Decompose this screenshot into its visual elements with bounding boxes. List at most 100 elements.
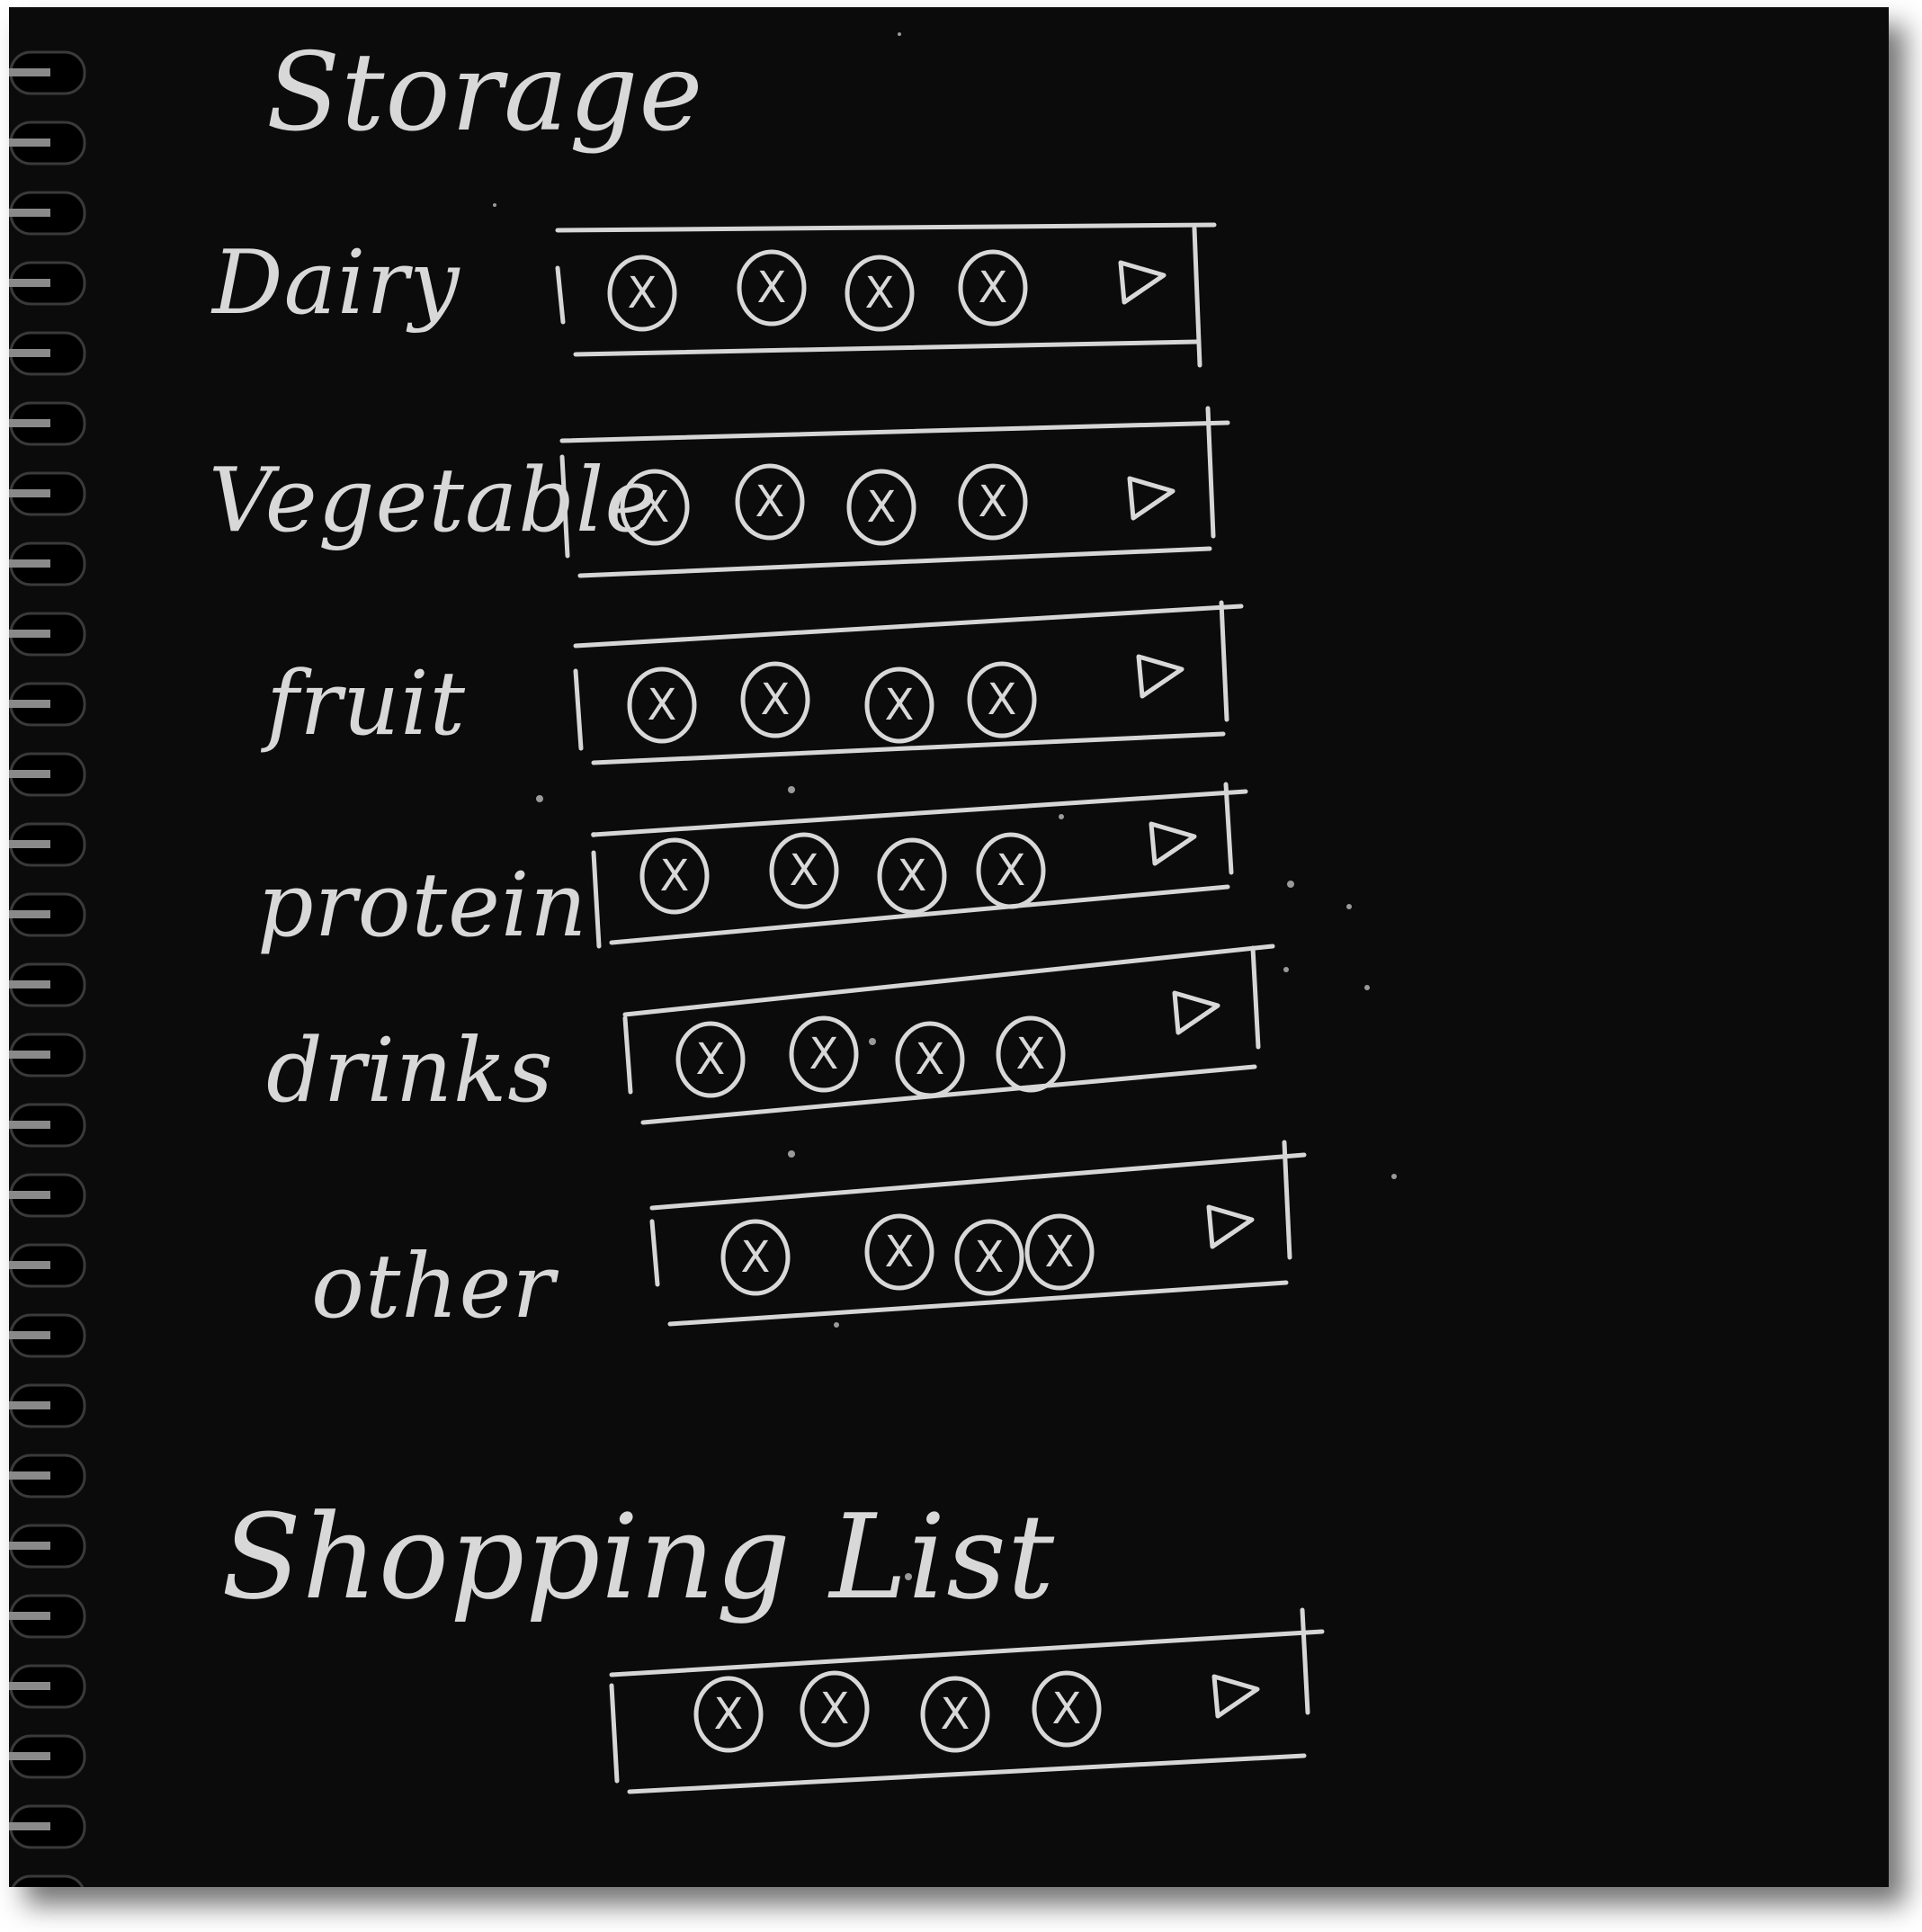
chalk-speck xyxy=(1391,1174,1397,1179)
remove-item-icon[interactable]: X xyxy=(967,661,1037,738)
item-circle xyxy=(877,837,947,915)
remove-item-icon[interactable]: X xyxy=(864,666,934,744)
play-arrow-icon[interactable] xyxy=(1136,654,1184,699)
item-x-mark: X xyxy=(1045,1227,1075,1277)
item-x-mark: X xyxy=(640,482,670,532)
remove-item-icon[interactable]: X xyxy=(846,469,916,546)
item-x-mark: X xyxy=(761,675,791,725)
remove-item-icon[interactable]: X xyxy=(954,1219,1024,1296)
item-x-mark: X xyxy=(979,477,1008,527)
remove-item-icon[interactable]: X xyxy=(1032,1670,1102,1748)
remove-item-icon[interactable]: X xyxy=(627,666,697,744)
item-x-mark: X xyxy=(916,1034,945,1085)
item-x-mark: X xyxy=(757,263,787,313)
spiral-ring-highlight xyxy=(9,489,50,497)
row-bottom-border xyxy=(609,884,1230,945)
play-arrow-icon[interactable] xyxy=(1211,1674,1260,1719)
spiral-ring-highlight xyxy=(9,1261,50,1269)
spiral-binding xyxy=(9,50,86,1887)
item-circle xyxy=(976,832,1046,909)
remove-item-icon[interactable]: X xyxy=(958,463,1028,541)
remove-item-icon[interactable]: X xyxy=(620,469,690,546)
remove-item-icon[interactable]: X xyxy=(895,1021,965,1098)
spiral-ring-highlight xyxy=(9,279,50,287)
row-right-border xyxy=(1282,1140,1292,1260)
play-arrow-icon[interactable] xyxy=(1206,1204,1255,1249)
spiral-ring-highlight xyxy=(9,349,50,357)
remove-item-icon[interactable]: X xyxy=(740,661,810,738)
remove-item-icon[interactable]: X xyxy=(737,249,807,326)
item-circle xyxy=(845,255,915,332)
remove-item-icon[interactable]: X xyxy=(607,255,677,332)
item-x-mark: X xyxy=(979,263,1008,313)
row-left-border xyxy=(573,668,584,751)
category-label-drinks: drinks xyxy=(266,1020,554,1123)
play-arrow-icon[interactable] xyxy=(1172,990,1220,1035)
row-left-border xyxy=(591,850,602,949)
remove-item-icon[interactable]: X xyxy=(693,1676,764,1753)
spiral-ring-highlight xyxy=(9,1401,50,1409)
remove-item-icon[interactable]: X xyxy=(920,1676,990,1753)
category-label-protein: protein xyxy=(257,854,588,957)
remove-item-icon[interactable]: X xyxy=(877,837,947,915)
spiral-ring-highlight xyxy=(9,770,50,778)
spiral-ring-highlight xyxy=(9,630,50,638)
remove-item-icon[interactable]: X xyxy=(996,1015,1066,1093)
item-x-mark: X xyxy=(885,680,915,730)
shopping-list-title: Shopping List xyxy=(221,1489,1056,1625)
row-right-border xyxy=(1250,945,1261,1050)
chalk-speck xyxy=(788,786,795,793)
category-label-vegetable: Vegetable xyxy=(209,450,658,552)
remove-item-icon[interactable]: X xyxy=(958,249,1028,326)
chalk-speck xyxy=(536,795,543,802)
item-x-mark: X xyxy=(790,845,819,896)
row-right-border xyxy=(1205,406,1216,539)
row-top-border xyxy=(622,944,1275,1017)
remove-item-icon[interactable]: X xyxy=(789,1015,859,1093)
spiral-ring-highlight xyxy=(9,1612,50,1620)
row-bottom-border xyxy=(627,1753,1307,1794)
remove-item-icon[interactable]: X xyxy=(735,463,805,541)
remove-item-icon[interactable]: X xyxy=(845,255,915,332)
notebook-page: Storage Dairy Vegetable fruit protein dr… xyxy=(9,7,1889,1887)
remove-item-icon[interactable]: X xyxy=(675,1021,746,1098)
spiral-ring-highlight xyxy=(9,1121,50,1129)
remove-item-icon[interactable]: X xyxy=(769,832,839,909)
row-right-border xyxy=(1223,782,1234,875)
remove-item-icon[interactable]: X xyxy=(1024,1213,1095,1291)
item-x-mark: X xyxy=(898,851,927,901)
spiral-ring-highlight xyxy=(9,559,50,568)
item-circle xyxy=(735,463,805,541)
chalk-speck xyxy=(493,203,496,207)
spiral-ring-highlight xyxy=(9,1471,50,1480)
item-x-mark: X xyxy=(1016,1029,1046,1079)
item-circle xyxy=(720,1219,791,1296)
row-top-border xyxy=(559,420,1230,443)
item-circle xyxy=(769,832,839,909)
play-arrow-icon[interactable] xyxy=(1149,821,1197,866)
item-x-mark: X xyxy=(865,268,895,318)
chalk-speck xyxy=(869,1038,876,1045)
spiral-ring-highlight xyxy=(9,980,50,988)
remove-item-icon[interactable]: X xyxy=(720,1219,791,1296)
play-arrow-icon[interactable] xyxy=(1118,260,1167,305)
remove-item-icon[interactable]: X xyxy=(800,1670,870,1748)
row-top-border xyxy=(555,222,1217,233)
remove-item-icon[interactable]: X xyxy=(976,832,1046,909)
row-bottom-border xyxy=(573,339,1199,357)
item-circle xyxy=(675,1021,746,1098)
remove-item-icon[interactable]: X xyxy=(864,1213,934,1291)
row-bottom-border xyxy=(640,1064,1257,1125)
spiral-ring-highlight xyxy=(9,209,50,217)
remove-item-icon[interactable]: X xyxy=(639,837,710,915)
item-circle xyxy=(1024,1213,1095,1291)
item-circle xyxy=(895,1021,965,1098)
play-arrow-icon[interactable] xyxy=(1127,476,1176,521)
item-x-mark: X xyxy=(1052,1684,1082,1734)
item-circle xyxy=(740,661,810,738)
chalk-speck xyxy=(905,1573,912,1580)
